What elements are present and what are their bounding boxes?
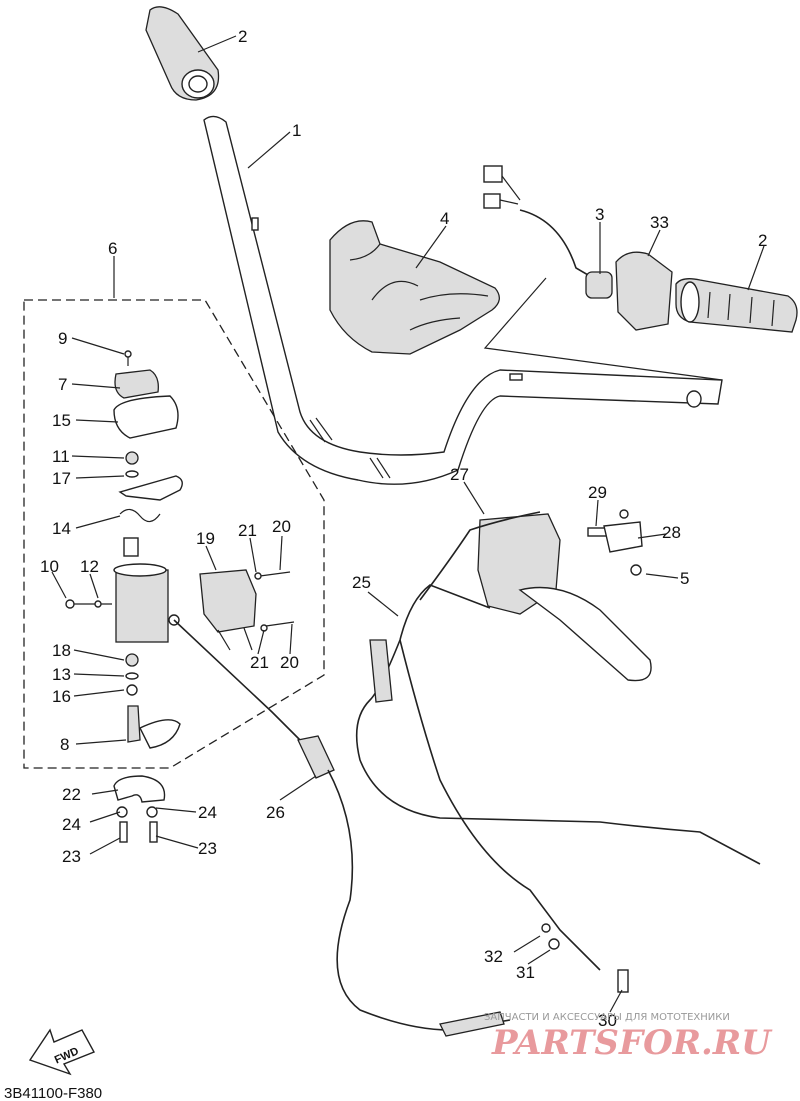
callout-23: 23 [62,847,81,866]
callout-31: 31 [516,963,535,982]
callout-23b: 23 [198,839,217,858]
callout-8: 8 [60,735,69,754]
callout-21: 21 [238,521,257,540]
handlebar-cover [329,220,500,355]
callout-21b: 21 [250,653,269,672]
callout-32: 32 [484,947,503,966]
callout-14: 14 [52,519,71,538]
callout-16: 16 [52,687,71,706]
callout-33: 33 [650,213,669,232]
brake-assembly [355,509,761,993]
callout-22: 22 [62,785,81,804]
callout-10: 10 [40,557,59,576]
clamp-assembly [113,775,166,843]
callout-17: 17 [52,469,71,488]
callout-18: 18 [52,641,71,660]
callout-4: 4 [440,209,449,228]
callout-9: 9 [58,329,67,348]
switch-inset-box [23,299,325,769]
callout-5: 5 [680,569,689,588]
callout-20b: 20 [280,653,299,672]
callout-24: 24 [62,815,81,834]
callout-24b: 24 [198,803,217,822]
callout-11: 11 [52,447,70,466]
diagram-code: 3B41100-F380 [4,1085,102,1101]
grip-left [145,6,220,101]
callout-12: 12 [80,557,99,576]
callout-2: 2 [238,27,247,46]
callout-labels: 2 1 4 3 33 2 6 9 7 15 11 17 14 10 12 18 … [40,27,767,1030]
watermark-brand: PARTSFOR.RU [491,1023,773,1063]
callout-15: 15 [52,411,71,430]
callout-25: 25 [352,573,371,592]
callout-27: 27 [450,465,469,484]
callout-28: 28 [662,523,681,542]
callout-3: 3 [595,205,604,224]
throttle-cable [173,619,511,1037]
switch-components [65,350,295,749]
callout-19: 19 [196,529,215,548]
throttle-inset [483,165,798,381]
callout-30: 30 [598,1011,617,1030]
watermark: ЗАПЧАСТИ И АКСЕССУАРЫ ДЛЯ МОТОТЕХНИКИ PA… [484,1012,773,1063]
callout-6: 6 [108,239,117,258]
callout-29: 29 [588,483,607,502]
callout-26: 26 [266,803,285,822]
callout-20: 20 [272,517,291,536]
watermark-caption: ЗАПЧАСТИ И АКСЕССУАРЫ ДЛЯ МОТОТЕХНИКИ [484,1012,730,1023]
callout-1: 1 [292,121,301,140]
leader-lines [51,35,765,1013]
callout-2b: 2 [758,231,767,250]
handlebar [203,115,723,485]
callout-7: 7 [58,375,67,394]
callout-13: 13 [52,665,71,684]
fwd-arrow: FWD [28,1028,95,1076]
